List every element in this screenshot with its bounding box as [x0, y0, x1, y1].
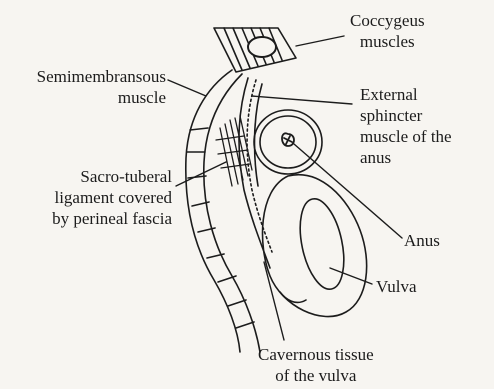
label-coccygeus-muscles: Coccygeus muscles	[350, 10, 425, 52]
label-vulva: Vulva	[376, 276, 417, 297]
coccygeus-muscle-block	[214, 28, 296, 72]
label-coccygeus-line-2: muscles	[350, 31, 425, 52]
label-semimembranosus-muscle: Semimembransous muscle	[4, 66, 166, 108]
anus-shape	[282, 133, 294, 146]
label-sacro-tuberal-ligament: Sacro-tuberal ligament covered by perine…	[4, 166, 172, 229]
label-sacro-tuberal-line-3: by perineal fascia	[4, 208, 172, 229]
label-cavernous-tissue: Cavernous tissue of the vulva	[258, 344, 374, 386]
label-semimembranosus-line-1: Semimembransous	[4, 66, 166, 87]
vulva-shape	[263, 175, 367, 317]
label-cavernous-tissue-line-2: of the vulva	[258, 365, 374, 386]
label-cavernous-tissue-line-1: Cavernous tissue	[258, 344, 374, 365]
label-external-sphincter-muscle: External sphincter muscle of the anus	[360, 84, 452, 168]
label-external-sphincter-line-4: anus	[360, 147, 452, 168]
label-vulva-text: Vulva	[376, 276, 417, 297]
label-sacro-tuberal-line-1: Sacro-tuberal	[4, 166, 172, 187]
semimembranosus-muscle	[186, 70, 260, 352]
leader-lines	[168, 36, 402, 340]
label-sacro-tuberal-line-2: ligament covered	[4, 187, 172, 208]
label-coccygeus-line-1: Coccygeus	[350, 10, 425, 31]
label-external-sphincter-line-3: muscle of the	[360, 126, 452, 147]
label-semimembranosus-line-2: muscle	[4, 87, 166, 108]
label-anus-text: Anus	[404, 230, 440, 251]
label-external-sphincter-line-2: sphincter	[360, 105, 452, 126]
perineal-wall	[239, 78, 272, 268]
label-external-sphincter-line-1: External	[360, 84, 452, 105]
label-anus: Anus	[404, 230, 440, 251]
